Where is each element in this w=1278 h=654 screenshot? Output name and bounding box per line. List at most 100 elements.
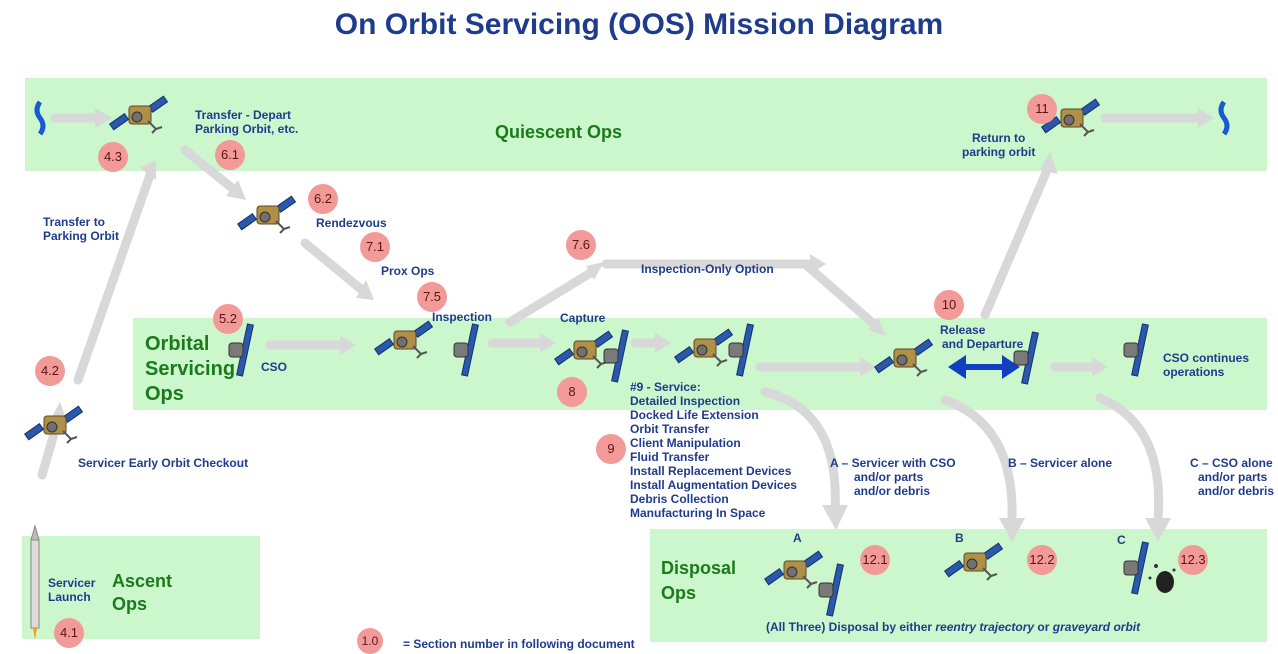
transfer-depart-label: Transfer - Depart Parking Orbit, etc. [195, 108, 298, 136]
ascent-ops-label: Ascent Ops [112, 570, 172, 616]
transfer-parking-label: Transfer to Parking Orbit [43, 215, 119, 243]
return-label: Return to parking orbit [962, 131, 1035, 159]
section-badge: 6.1 [215, 140, 245, 170]
note-part: or [1034, 620, 1053, 634]
path-letter-b: B [955, 531, 964, 545]
prox-ops-label: Prox Ops [381, 264, 435, 278]
legend-text: = Section number in following document [403, 637, 635, 651]
orbital-servicing-ops-label: Orbital Servicing Ops [145, 332, 235, 407]
disposal-ops-label: Disposal Ops [661, 556, 736, 606]
service-list-item: Install Replacement Devices [630, 464, 792, 478]
servicer-spacecraft-icon [763, 550, 824, 589]
label-line: parking orbit [962, 145, 1036, 159]
rendezvous-label: Rendezvous [316, 216, 387, 230]
service-list-item: Install Augmentation Devices [630, 478, 797, 492]
section-badge: 4.1 [54, 618, 84, 648]
label-line: operations [1163, 365, 1225, 379]
label-line: and/or parts [854, 470, 924, 484]
satellite-icon [1123, 323, 1149, 377]
section-badge: 9 [596, 434, 626, 464]
label-line: Parking Orbit, etc. [195, 122, 299, 136]
section-badge: 5.2 [213, 304, 243, 334]
label-line: and Departure [942, 337, 1024, 351]
wavy-break-icon [1218, 100, 1230, 136]
servicer-spacecraft-icon [236, 195, 297, 234]
servicer-spacecraft-icon [108, 95, 169, 134]
service-list-item: Manufacturing In Space [630, 506, 766, 520]
service-list-item: #9 - Service: [630, 380, 701, 394]
service-list-item: Orbit Transfer [630, 422, 710, 436]
label-line: Transfer - Depart [195, 108, 292, 122]
section-badge: 12.3 [1178, 545, 1208, 575]
inspection-label: Inspection [432, 310, 493, 324]
section-badge: 12.2 [1027, 545, 1057, 575]
label-line: and/or parts [1198, 470, 1268, 484]
label-line: Release [940, 323, 986, 337]
satellite-icon [1123, 541, 1149, 595]
service-list-item: Debris Collection [630, 492, 729, 506]
section-badge: 10 [934, 290, 964, 320]
debris-icon [1148, 564, 1176, 593]
path-c-label: C – CSO alone and/or parts and/or debris [1190, 456, 1274, 498]
release-departure-label: Release and Departure [940, 323, 1023, 351]
satellite-icon [818, 563, 844, 617]
section-badge: 7.5 [417, 282, 447, 312]
wavy-break-icon [34, 100, 46, 136]
label-line: and/or debris [1198, 484, 1275, 498]
early-checkout-label: Servicer Early Orbit Checkout [78, 456, 249, 470]
servicer-spacecraft-icon [943, 542, 1004, 581]
note-part: graveyard orbit [1052, 620, 1141, 634]
capture-label: Capture [560, 311, 606, 325]
zone-line: Servicing [145, 358, 236, 380]
note-part: reentry trajectory [935, 620, 1035, 634]
launch-vehicle-icon [30, 524, 40, 640]
label-line: Return to [972, 131, 1026, 145]
service-list-item: Client Manipulation [630, 436, 741, 450]
servicer-spacecraft-icon [673, 328, 734, 367]
path-a-label: A – Servicer with CSO and/or parts and/o… [830, 456, 956, 498]
cso-continues-label: CSO continues operations [1163, 351, 1249, 379]
page-title: On Orbit Servicing (OOS) Mission Diagram [334, 8, 944, 41]
zone-line: Disposal [661, 558, 737, 578]
path-letter-a: A [793, 531, 802, 545]
launch-label: Servicer Launch [48, 576, 95, 604]
path-b-label: B – Servicer alone [1008, 456, 1113, 470]
label-line: Servicer [48, 576, 96, 590]
label-line: A – Servicer with CSO [830, 456, 956, 470]
inspection-only-label: Inspection-Only Option [641, 262, 774, 276]
satellite-icon [453, 323, 479, 377]
zone-line: Ops [145, 383, 184, 405]
satellite-icon [728, 323, 754, 377]
service-list-item: Fluid Transfer [630, 450, 710, 464]
label-line: Parking Orbit [43, 229, 120, 243]
zone-line: Ascent [112, 571, 173, 591]
section-badge: 6.2 [308, 184, 338, 214]
servicer-spacecraft-icon [553, 330, 614, 369]
section-badge: 4.3 [98, 142, 128, 172]
section-badge: 7.1 [360, 232, 390, 262]
zone-line: Orbital [145, 333, 210, 355]
note-part: (All Three) Disposal by either [766, 620, 936, 634]
section-badge: 7.6 [566, 230, 596, 260]
servicer-spacecraft-icon [873, 338, 934, 377]
servicer-spacecraft-icon [373, 320, 434, 359]
label-line: and/or debris [854, 484, 931, 498]
section-badge: 11 [1027, 94, 1057, 124]
disposal-note: (All Three) Disposal by either reentry t… [766, 620, 1140, 634]
label-line: C – CSO alone [1190, 456, 1273, 470]
label-line: Transfer to [43, 215, 106, 229]
section-badge: 4.2 [35, 356, 65, 386]
label-line: Launch [48, 590, 91, 604]
cso-label: CSO [261, 360, 288, 374]
path-letter-c: C [1117, 533, 1126, 547]
section-badge: 12.1 [860, 545, 890, 575]
quiescent-ops-label: Quiescent Ops [495, 122, 623, 142]
service-list-item: Docked Life Extension [630, 408, 759, 422]
zone-line: Ops [661, 583, 697, 603]
service-list-item: Detailed Inspection [630, 394, 741, 408]
zone-line: Ops [112, 594, 148, 614]
section-badge: 8 [557, 377, 587, 407]
label-line: CSO continues [1163, 351, 1250, 365]
